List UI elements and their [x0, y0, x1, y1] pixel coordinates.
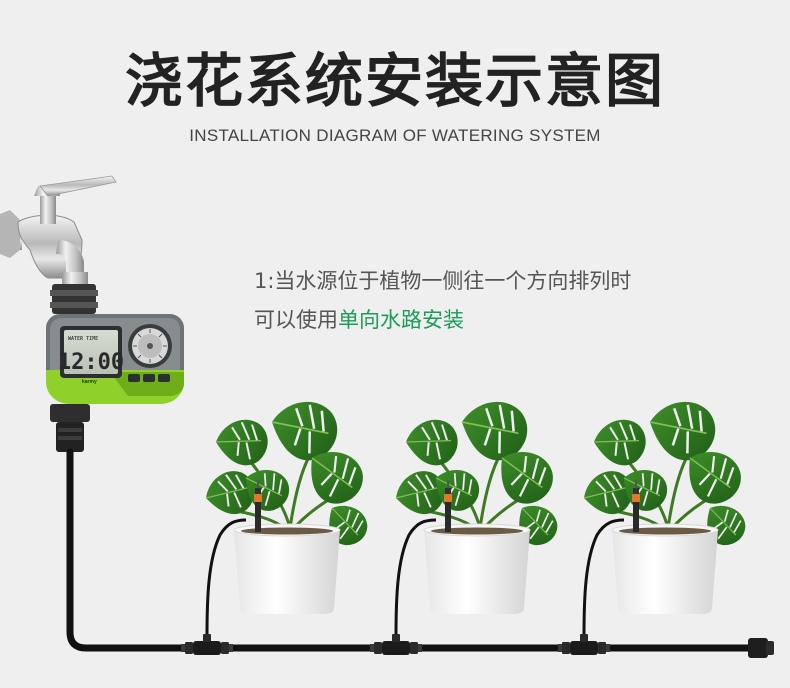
diagram-title: 浇花系统安装示意图: [124, 47, 665, 115]
note-line-2: 可以使用单向水路安装: [254, 301, 631, 340]
water-timer-device: WATER TIME 12:00 karmy: [46, 284, 184, 452]
timer-button-1: [128, 374, 140, 382]
tee-connector-3: [558, 634, 610, 655]
lcd-time-display: 12:00: [58, 350, 124, 375]
note-line-2-prefix: 可以使用: [254, 308, 338, 332]
note-line-1: 1:当水源位于植物一侧往一个方向排列时: [254, 269, 632, 293]
timer-button-2: [143, 374, 155, 382]
timer-button-3: [158, 374, 170, 382]
note-highlight-text: 单向水路安装: [338, 308, 464, 332]
installation-note: 1:当水源位于植物一侧往一个方向排列时 可以使用单向水路安装: [254, 262, 631, 340]
potted-plant-2: [390, 399, 564, 614]
tee-connector-2: [370, 634, 422, 655]
hose-end-cap: [748, 638, 774, 658]
timer-brand-logo: karmy: [82, 379, 97, 385]
potted-plant-3: [578, 399, 752, 614]
main-hose: [66, 448, 764, 652]
tee-connector-1: [181, 634, 233, 655]
faucet-icon: [0, 175, 117, 284]
lcd-small-label: WATER TIME: [68, 336, 98, 342]
diagram-subtitle: INSTALLATION DIAGRAM OF WATERING SYSTEM: [189, 126, 601, 145]
potted-plant-1: [200, 399, 374, 614]
